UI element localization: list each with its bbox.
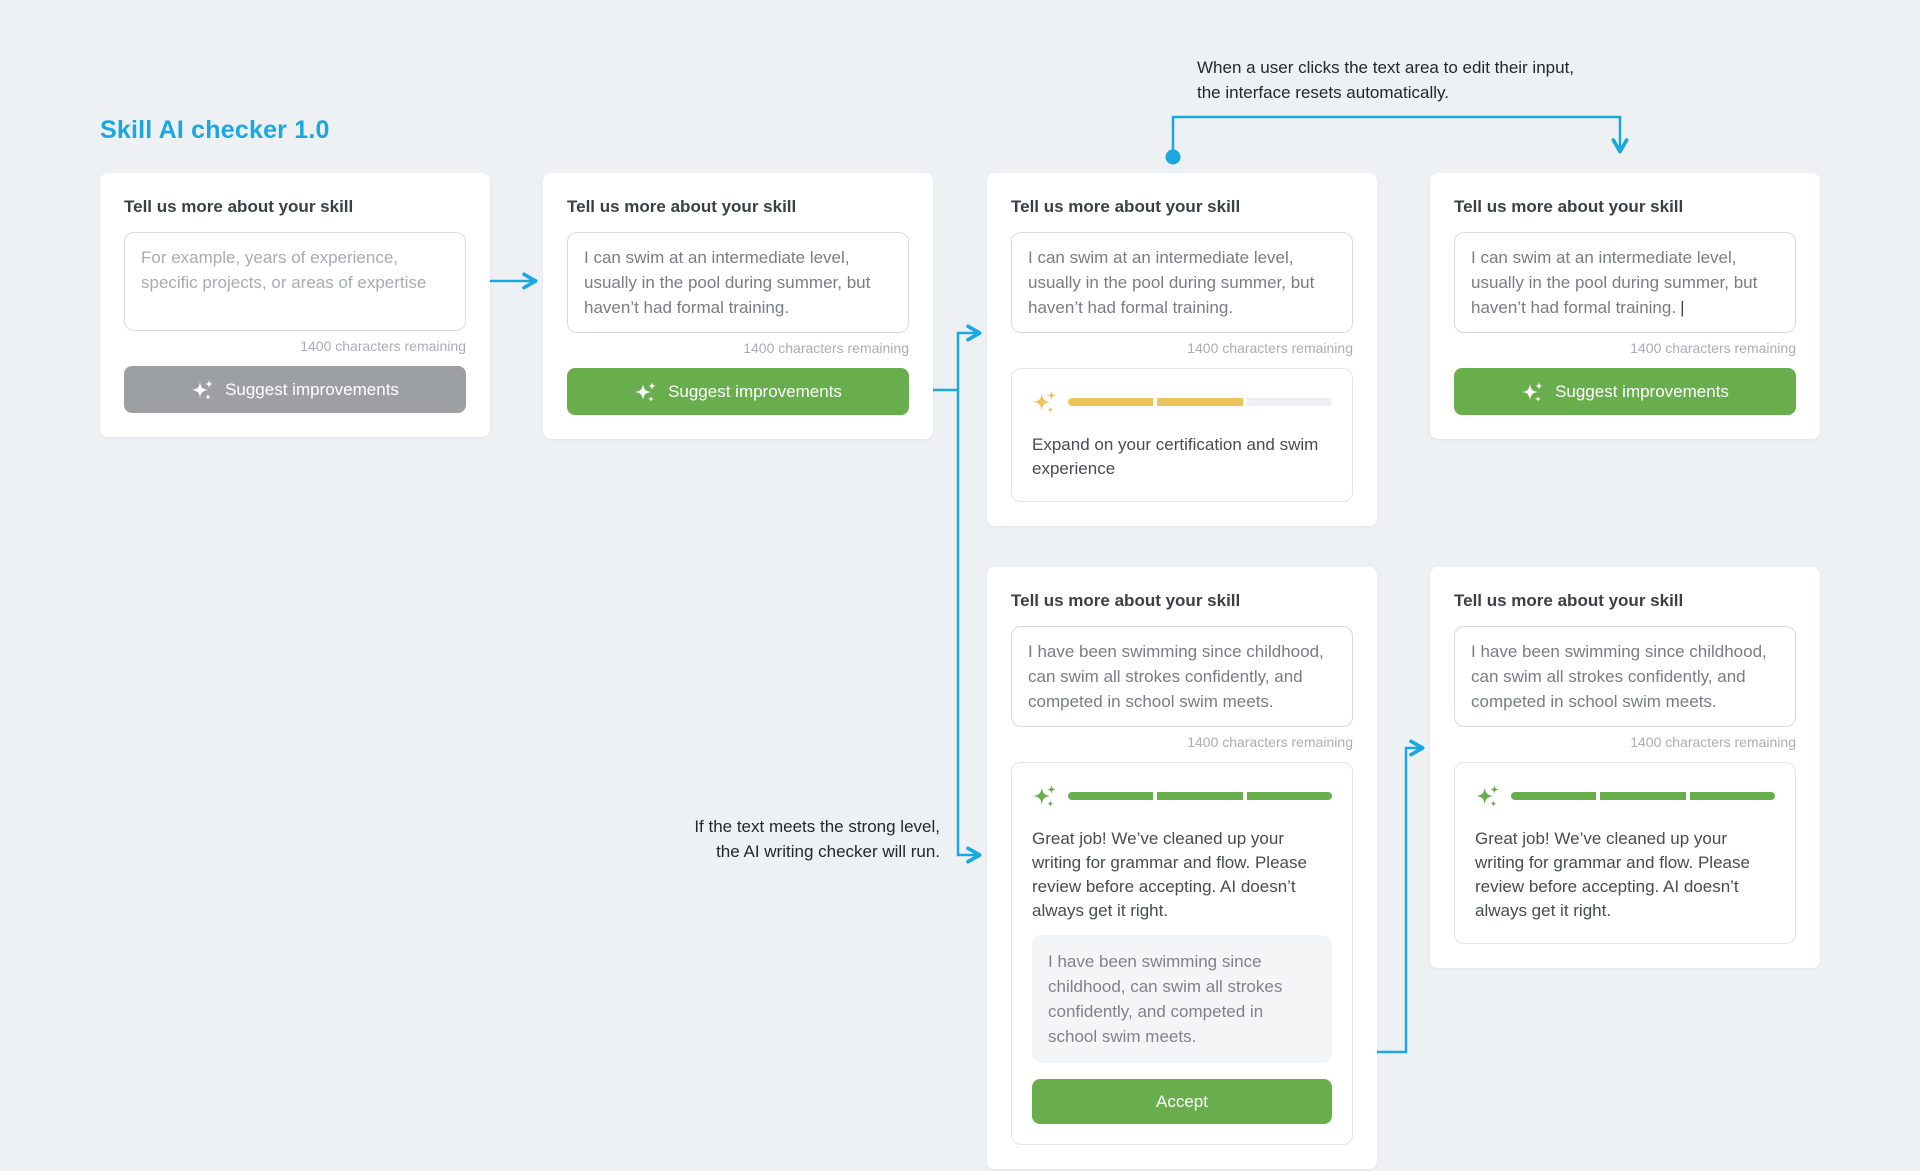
skill-textarea[interactable]: I have been swimming since childhood, ca…: [1011, 626, 1353, 727]
card-weak-feedback: Tell us more about your skill I can swim…: [987, 173, 1377, 526]
ai-feedback-panel: Great job! We’ve cleaned up your writing…: [1011, 762, 1353, 1145]
feedback-message: Great job! We’ve cleaned up your writing…: [1475, 829, 1750, 920]
card-editing-state: Tell us more about your skill I can swim…: [1430, 173, 1820, 439]
card-label: Tell us more about your skill: [1011, 591, 1241, 610]
ai-feedback-panel: Expand on your certification and swim ex…: [1011, 368, 1353, 502]
textarea-value: I can swim at an intermediate level, usu…: [584, 248, 871, 317]
annotation-strong-level: If the text meets the strong level, the …: [590, 814, 940, 864]
button-label: Accept: [1156, 1091, 1208, 1111]
connector-dot: [1165, 149, 1181, 165]
strength-meter: [1068, 398, 1332, 406]
sparkle-icon: [191, 378, 215, 402]
characters-remaining: 1400 characters remaining: [1630, 734, 1796, 750]
characters-remaining: 1400 characters remaining: [1630, 340, 1796, 356]
characters-remaining: 1400 characters remaining: [1187, 734, 1353, 750]
connector-suggest-to-weak: [956, 324, 982, 390]
connector-reset: [1171, 115, 1629, 157]
strength-meter-row: [1032, 389, 1332, 415]
characters-remaining: 1400 characters remaining: [743, 340, 909, 356]
feedback-message: Great job! We’ve cleaned up your writing…: [1032, 829, 1307, 920]
page-title: Skill AI checker 1.0: [100, 116, 330, 144]
card-filled-state: Tell us more about your skill I can swim…: [543, 173, 933, 439]
textarea-value: I can swim at an intermediate level, usu…: [1028, 248, 1315, 317]
meter-segment: [1068, 792, 1154, 800]
suggest-improvements-button[interactable]: Suggest improvements: [1454, 368, 1796, 415]
strength-meter: [1068, 792, 1332, 800]
button-label: Suggest improvements: [225, 379, 399, 399]
textarea-value: I can swim at an intermediate level, usu…: [1471, 248, 1758, 317]
button-label: Suggest improvements: [1555, 381, 1729, 401]
meter-segment: [1689, 792, 1775, 800]
accept-button[interactable]: Accept: [1032, 1079, 1332, 1124]
text-cursor: |: [1680, 298, 1685, 317]
textarea-value: I have been swimming since childhood, ca…: [1028, 642, 1324, 711]
characters-remaining: 1400 characters remaining: [300, 338, 466, 354]
card-label: Tell us more about your skill: [124, 197, 354, 216]
skill-textarea[interactable]: I have been swimming since childhood, ca…: [1454, 626, 1796, 727]
sparkle-icon: [1032, 389, 1058, 415]
meter-segment: [1246, 792, 1332, 800]
card-label: Tell us more about your skill: [567, 197, 797, 216]
meter-segment: [1600, 792, 1686, 800]
sparkle-icon: [1475, 783, 1501, 809]
ai-suggestion-text: I have been swimming since childhood, ca…: [1032, 935, 1332, 1063]
skill-textarea[interactable]: I can swim at an intermediate level, usu…: [567, 232, 909, 333]
textarea-placeholder: For example, years of experience, specif…: [141, 248, 427, 292]
meter-segment: [1157, 792, 1243, 800]
card-label: Tell us more about your skill: [1454, 591, 1684, 610]
annotation-line: the AI writing checker will run.: [716, 842, 940, 861]
skill-textarea[interactable]: I can swim at an intermediate level, usu…: [1011, 232, 1353, 333]
sparkle-icon: [1032, 783, 1058, 809]
suggest-improvements-button[interactable]: Suggest improvements: [567, 368, 909, 415]
feedback-message: Expand on your certification and swim ex…: [1032, 435, 1319, 478]
card-strong-feedback-accept: Tell us more about your skill I have bee…: [987, 567, 1377, 1169]
meter-segment: [1157, 398, 1243, 406]
annotation-line: If the text meets the strong level,: [694, 817, 940, 836]
annotation-line: the interface resets automatically.: [1197, 83, 1449, 102]
strength-meter-row: [1032, 783, 1332, 809]
card-label: Tell us more about your skill: [1454, 197, 1684, 216]
meter-segment: [1068, 398, 1154, 406]
meter-segment: [1511, 792, 1597, 800]
meter-segment: [1246, 398, 1332, 406]
skill-textarea[interactable]: For example, years of experience, specif…: [124, 232, 466, 331]
card-strong-feedback: Tell us more about your skill I have bee…: [1430, 567, 1820, 968]
connector-suggest-to-strong: [956, 390, 982, 864]
sparkle-icon: [1521, 380, 1545, 404]
characters-remaining: 1400 characters remaining: [1187, 340, 1353, 356]
suggest-improvements-button[interactable]: Suggest improvements: [124, 366, 466, 413]
ai-feedback-panel: Great job! We’ve cleaned up your writing…: [1454, 762, 1796, 944]
textarea-value: I have been swimming since childhood, ca…: [1471, 642, 1767, 711]
annotation-line: When a user clicks the text area to edit…: [1197, 58, 1575, 77]
card-label: Tell us more about your skill: [1011, 197, 1241, 216]
strength-meter: [1511, 792, 1775, 800]
annotation-reset: When a user clicks the text area to edit…: [1197, 55, 1574, 105]
strength-meter-row: [1475, 783, 1775, 809]
skill-textarea-focused[interactable]: I can swim at an intermediate level, usu…: [1454, 232, 1796, 333]
sparkle-icon: [634, 380, 658, 404]
button-label: Suggest improvements: [668, 381, 842, 401]
card-empty-state: Tell us more about your skill For exampl…: [100, 173, 490, 437]
